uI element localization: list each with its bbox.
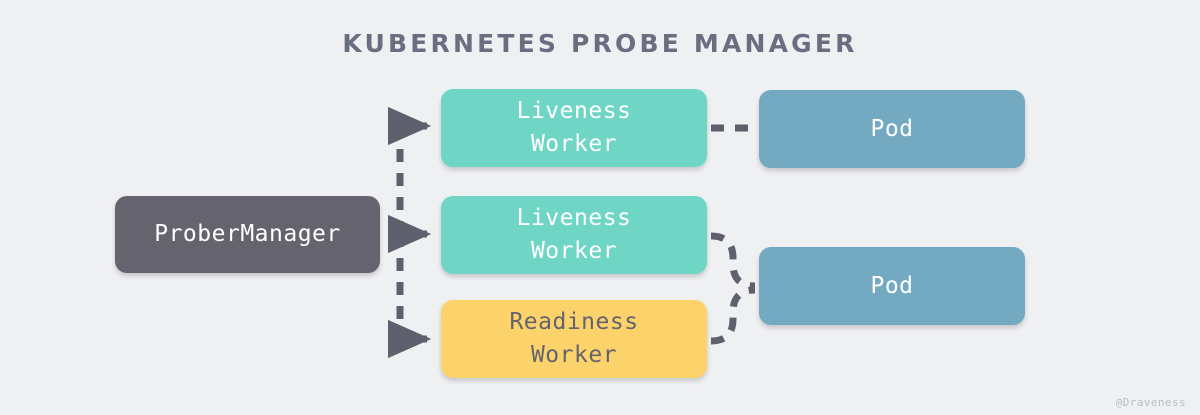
node-label-line-1: Liveness xyxy=(516,205,632,231)
node-label-line-1: Pod xyxy=(870,115,914,142)
node-liveness-worker-1[interactable]: Liveness Worker xyxy=(441,89,707,167)
edge-manager-to-readiness xyxy=(387,234,432,359)
node-label-line-2: Worker xyxy=(530,131,618,157)
node-label-line-1: Readiness xyxy=(509,309,639,335)
node-liveness-worker-2[interactable]: Liveness Worker xyxy=(441,196,707,274)
node-label-line-2: Worker xyxy=(530,238,618,264)
node-label-line-1: Pod xyxy=(870,272,914,299)
page-title: KUBERNETES PROBE MANAGER xyxy=(342,29,858,58)
node-pod-1[interactable]: Pod xyxy=(759,90,1025,168)
node-label-line-2: Worker xyxy=(530,342,618,368)
edge-liveness-2-to-pod-2 xyxy=(710,232,756,290)
node-label-line-1: Liveness xyxy=(516,98,632,124)
node-label-line-1: ProberManager xyxy=(154,221,341,247)
edge-manager-to-liveness-1 xyxy=(387,106,432,234)
node-prober-manager[interactable]: ProberManager xyxy=(115,196,380,273)
edge-readiness-to-pod-2 xyxy=(710,286,756,345)
node-pod-2[interactable]: Pod xyxy=(759,247,1025,325)
node-readiness-worker[interactable]: Readiness Worker xyxy=(441,300,707,378)
watermark: @Draveness xyxy=(1115,396,1186,409)
